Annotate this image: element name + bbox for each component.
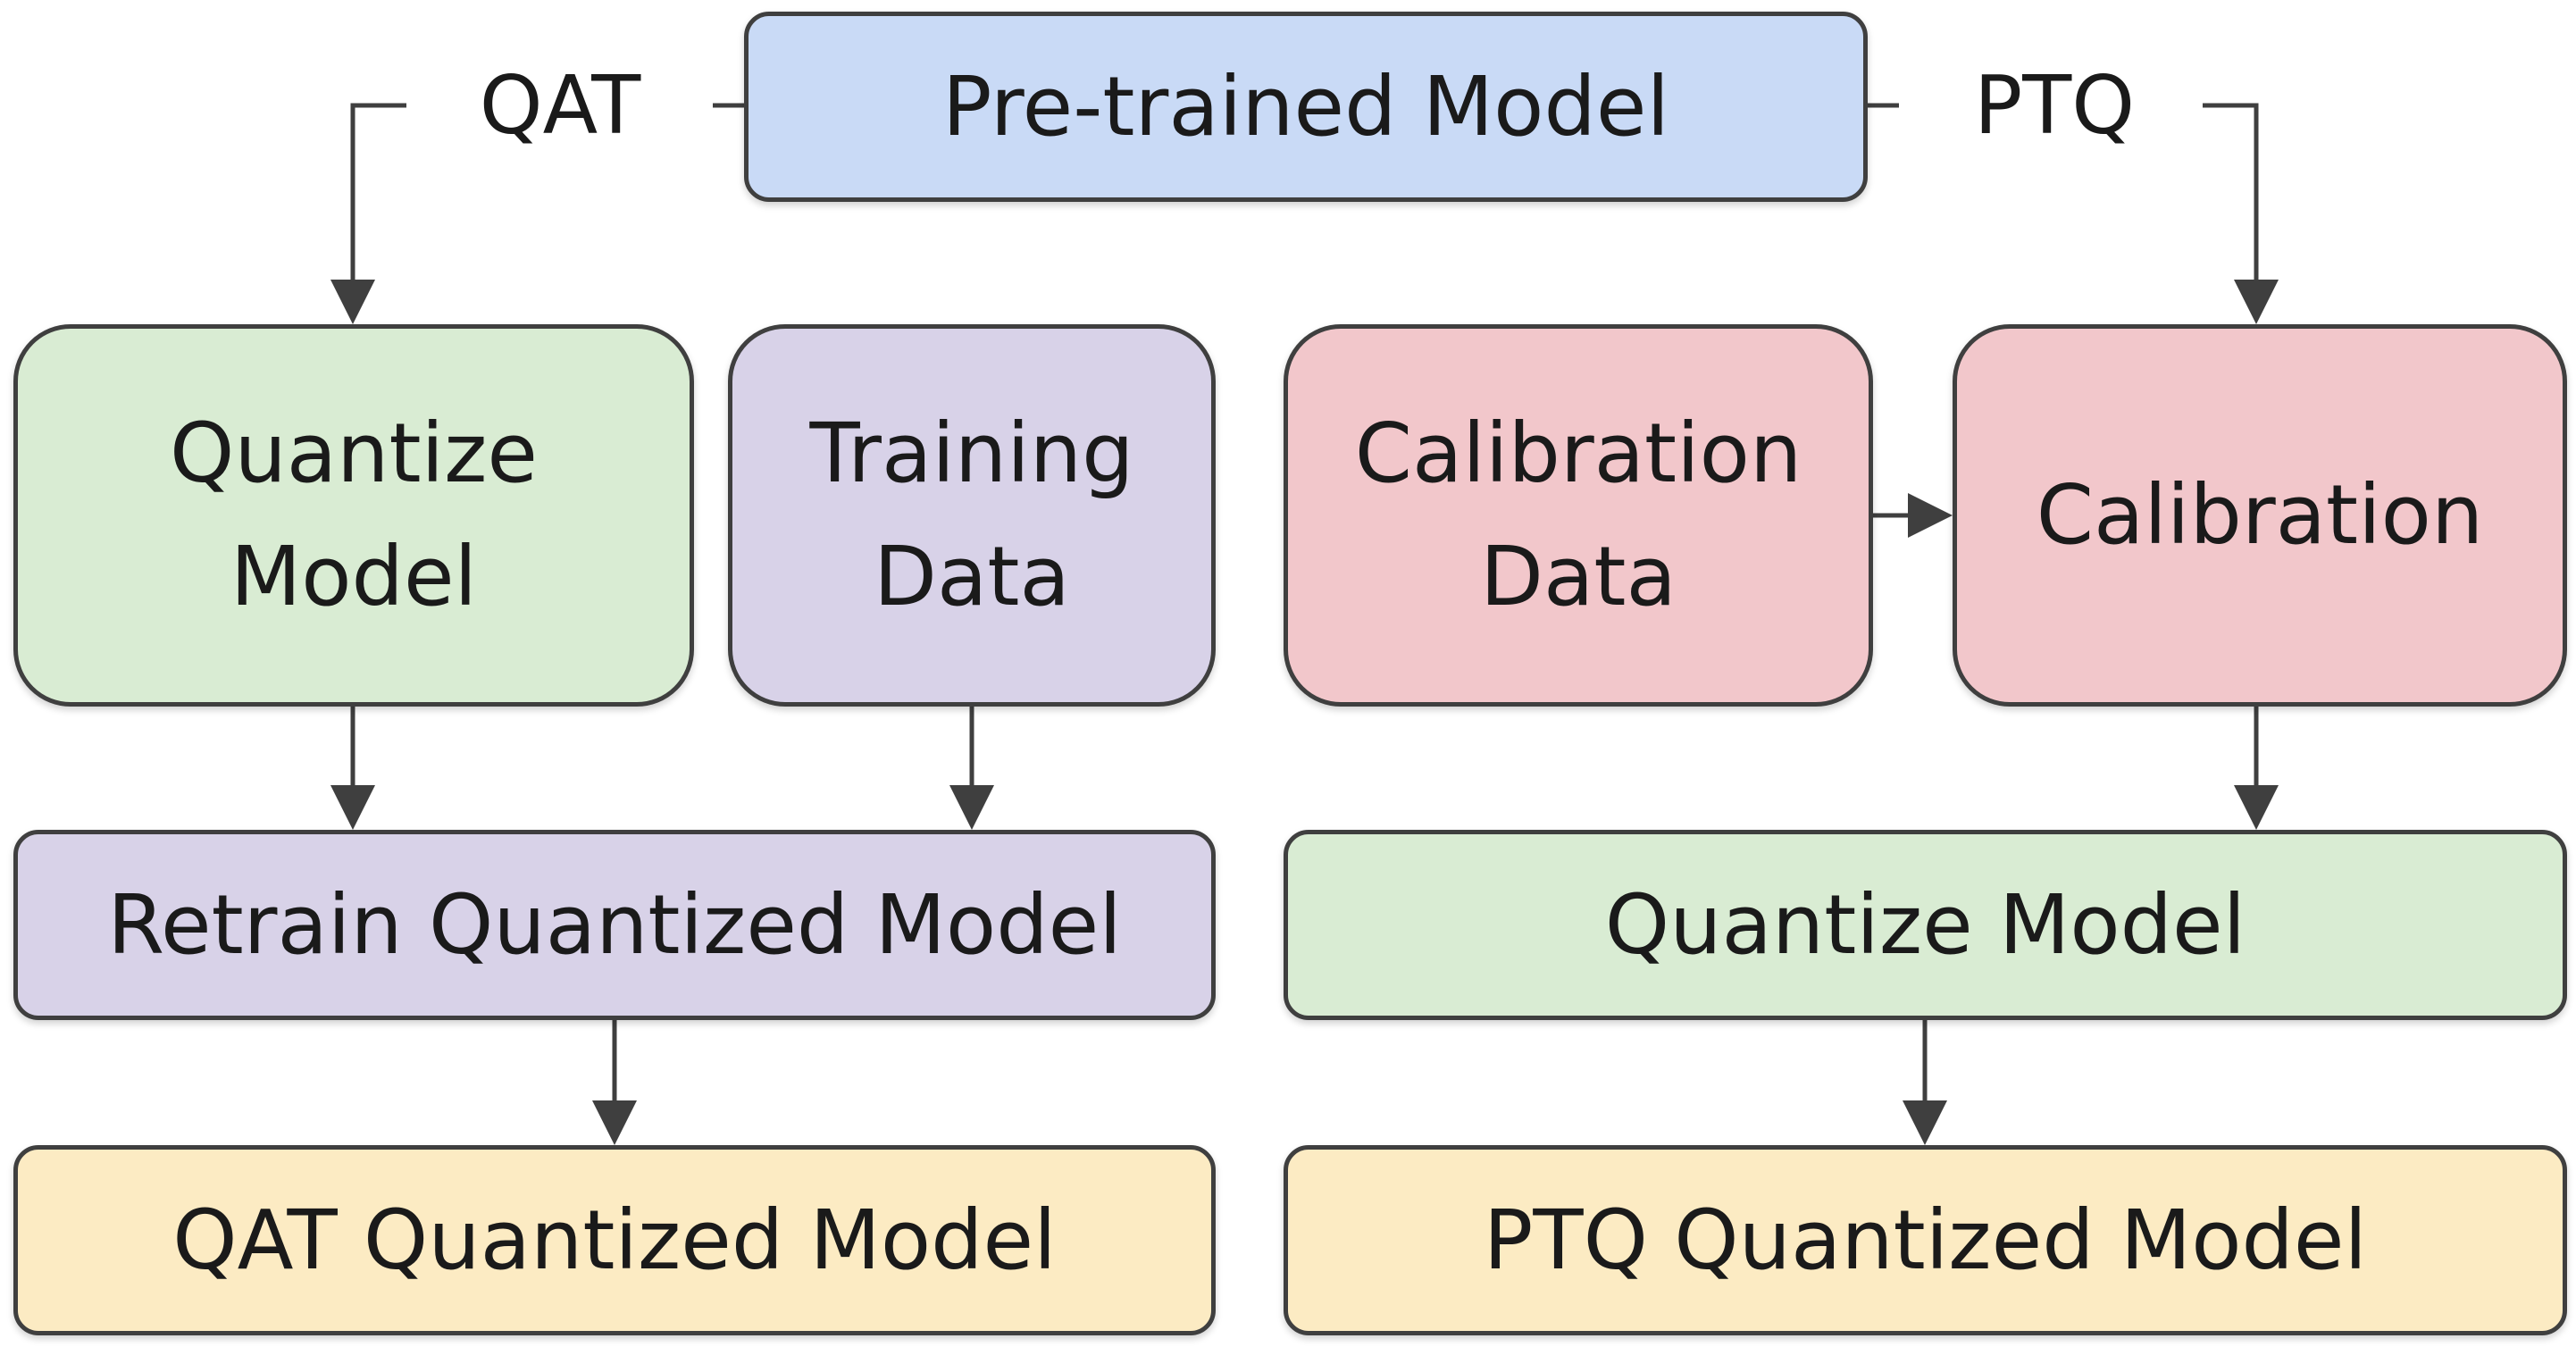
training-data-label-line2: Data	[874, 529, 1070, 624]
qat-quantize-model-label-line1: Quantize	[170, 406, 538, 501]
qat-quantize-model-node: Quantize Model	[13, 324, 694, 707]
qat-quantized-model-node: QAT Quantized Model	[13, 1145, 1216, 1335]
edge-pretrained-to-qat-quantize	[330, 103, 406, 324]
pretrained-model-label: Pre-trained Model	[941, 58, 1670, 155]
retrain-quantized-model-node: Retrain Quantized Model	[13, 830, 1216, 1020]
edge-pretrained-to-calibration	[2203, 103, 2279, 324]
qat-branch-label: QAT	[479, 59, 641, 153]
ptq-quantized-model-node: PTQ Quantized Model	[1284, 1145, 2567, 1335]
calibration-label: Calibration	[2036, 467, 2484, 563]
calibration-data-label-line2: Data	[1480, 529, 1677, 624]
pretrained-model-node: Pre-trained Model	[744, 12, 1868, 202]
ptq-quantize-model-node: Quantize Model	[1284, 830, 2567, 1020]
retrain-quantized-model-label: Retrain Quantized Model	[107, 876, 1122, 973]
calibration-data-node: Calibration Data	[1284, 324, 1873, 707]
ptq-quantize-model-label: Quantize Model	[1604, 876, 2246, 973]
ptq-quantized-model-label: PTQ Quantized Model	[1483, 1192, 2368, 1288]
ptq-branch-label: PTQ	[1973, 59, 2136, 153]
qat-quantized-model-label: QAT Quantized Model	[172, 1192, 1057, 1288]
calibration-node: Calibration	[1953, 324, 2567, 707]
training-data-label-line1: Training	[809, 406, 1134, 501]
calibration-data-label-line1: Calibration	[1354, 406, 1802, 501]
training-data-node: Training Data	[728, 324, 1216, 707]
qat-quantize-model-label-line2: Model	[230, 529, 478, 624]
